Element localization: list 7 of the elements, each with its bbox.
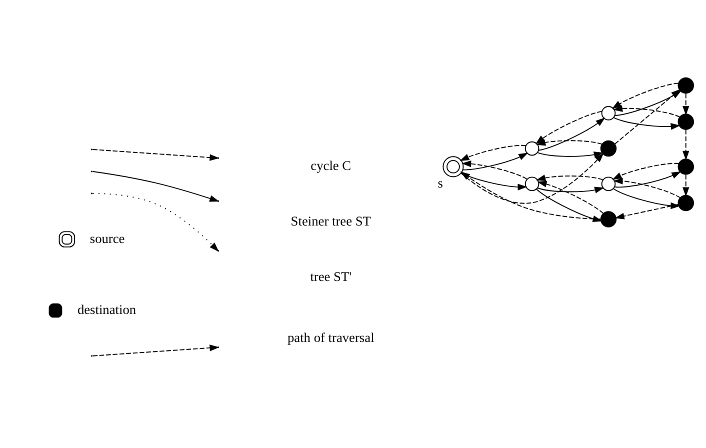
node-label: s [438, 174, 443, 190]
legend-label: destination [77, 302, 136, 317]
legend-label: cycle C [310, 158, 352, 173]
legend-label: tree ST' [310, 268, 352, 284]
legend-label: source [90, 230, 125, 246]
legend-label: Steiner tree ST [290, 213, 371, 228]
legend-label: path of traversal [287, 330, 374, 345]
